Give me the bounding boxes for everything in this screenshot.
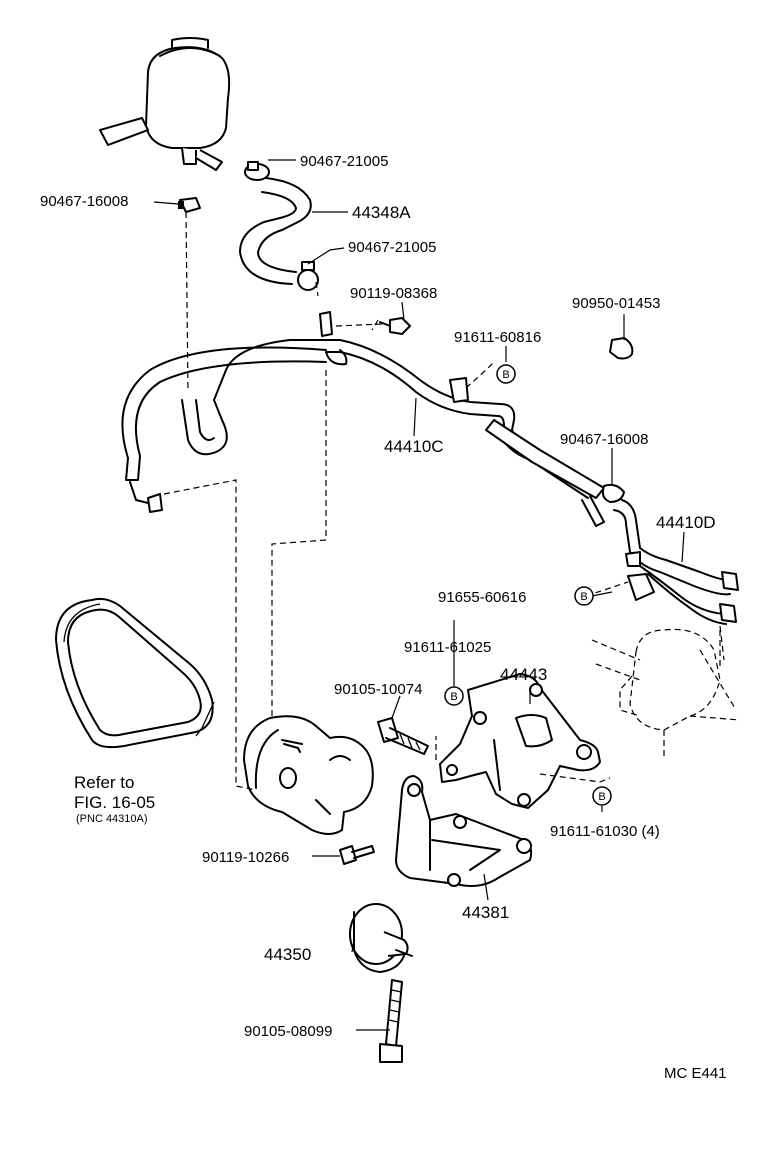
bracket-44381-drawing <box>395 775 533 887</box>
label-bolt-left: 90119-10266 <box>202 849 289 866</box>
label-hose-a: 44348A <box>352 203 411 222</box>
return-tube-drawing <box>181 339 327 456</box>
figure-code: MC E441 <box>664 1065 727 1082</box>
cap-drawing <box>609 337 634 360</box>
clamp-left-drawing <box>178 197 201 213</box>
label-tube-d: 44410D <box>656 513 716 532</box>
b-badge-2: B <box>574 586 594 606</box>
clamp-mid-drawing <box>297 261 319 291</box>
bolt-long-drawing <box>379 979 403 1063</box>
label-bolt-b4: 91611-61030 (4) <box>550 823 660 840</box>
label-clamp-right: 90467-16008 <box>560 431 648 448</box>
drive-belt-drawing <box>55 597 215 749</box>
b-badge-3: B <box>444 686 464 706</box>
steering-gear-drawing <box>591 628 741 760</box>
label-clamp-top: 90467-21005 <box>300 153 388 170</box>
bolt-left-drawing <box>339 845 375 865</box>
bolt-top-drawing <box>379 317 411 335</box>
b-badge-1: B <box>496 364 516 384</box>
bolt-pump-drawing <box>377 717 429 755</box>
svg-text:B: B <box>598 791 605 803</box>
label-tube-c: 44410C <box>384 437 444 456</box>
label-clamp-mid: 90467-21005 <box>348 239 436 256</box>
bracket-44443-drawing <box>439 673 601 809</box>
label-bolt-b1: 91611-60816 <box>454 329 541 346</box>
pressure-hose-drawing <box>121 346 327 513</box>
alignment-lines <box>163 211 725 791</box>
tube-44410C-drawing <box>319 311 605 499</box>
hose-44348A-drawing <box>239 177 312 285</box>
svg-text:B: B <box>502 369 509 381</box>
hose-end-drawing <box>581 495 605 527</box>
refer-line1: Refer to <box>74 773 134 792</box>
leader-lines <box>153 159 685 1031</box>
tube-44410D-drawing <box>613 499 739 625</box>
clamp-right-drawing <box>601 483 625 503</box>
reservoir-drawing <box>99 37 231 171</box>
clamp-top-drawing <box>244 161 270 181</box>
label-bracket-main: 44381 <box>462 903 509 922</box>
b-badge-4: B <box>592 786 612 806</box>
refer-line3: (PNC 44310A) <box>76 813 148 825</box>
label-bolt-pump: 90105-10074 <box>334 681 422 698</box>
refer-line2: FIG. 16-05 <box>74 793 155 812</box>
label-bracket-top: 44443 <box>500 665 547 684</box>
label-clamp-left: 90467-16008 <box>40 193 128 210</box>
pump-drawing <box>243 715 374 835</box>
label-bolt-b2: 91655-60616 <box>438 589 526 606</box>
svg-text:B: B <box>580 591 587 603</box>
label-cap: 90950-01453 <box>572 295 660 312</box>
label-bolt-b3: 91611-61025 <box>404 639 491 656</box>
label-bolt-long: 90105-08099 <box>244 1023 332 1040</box>
pulley-drawing <box>349 903 413 973</box>
svg-text:B: B <box>450 691 457 703</box>
label-pulley: 44350 <box>264 945 311 964</box>
label-bolt-top: 90119-08368 <box>350 285 437 302</box>
